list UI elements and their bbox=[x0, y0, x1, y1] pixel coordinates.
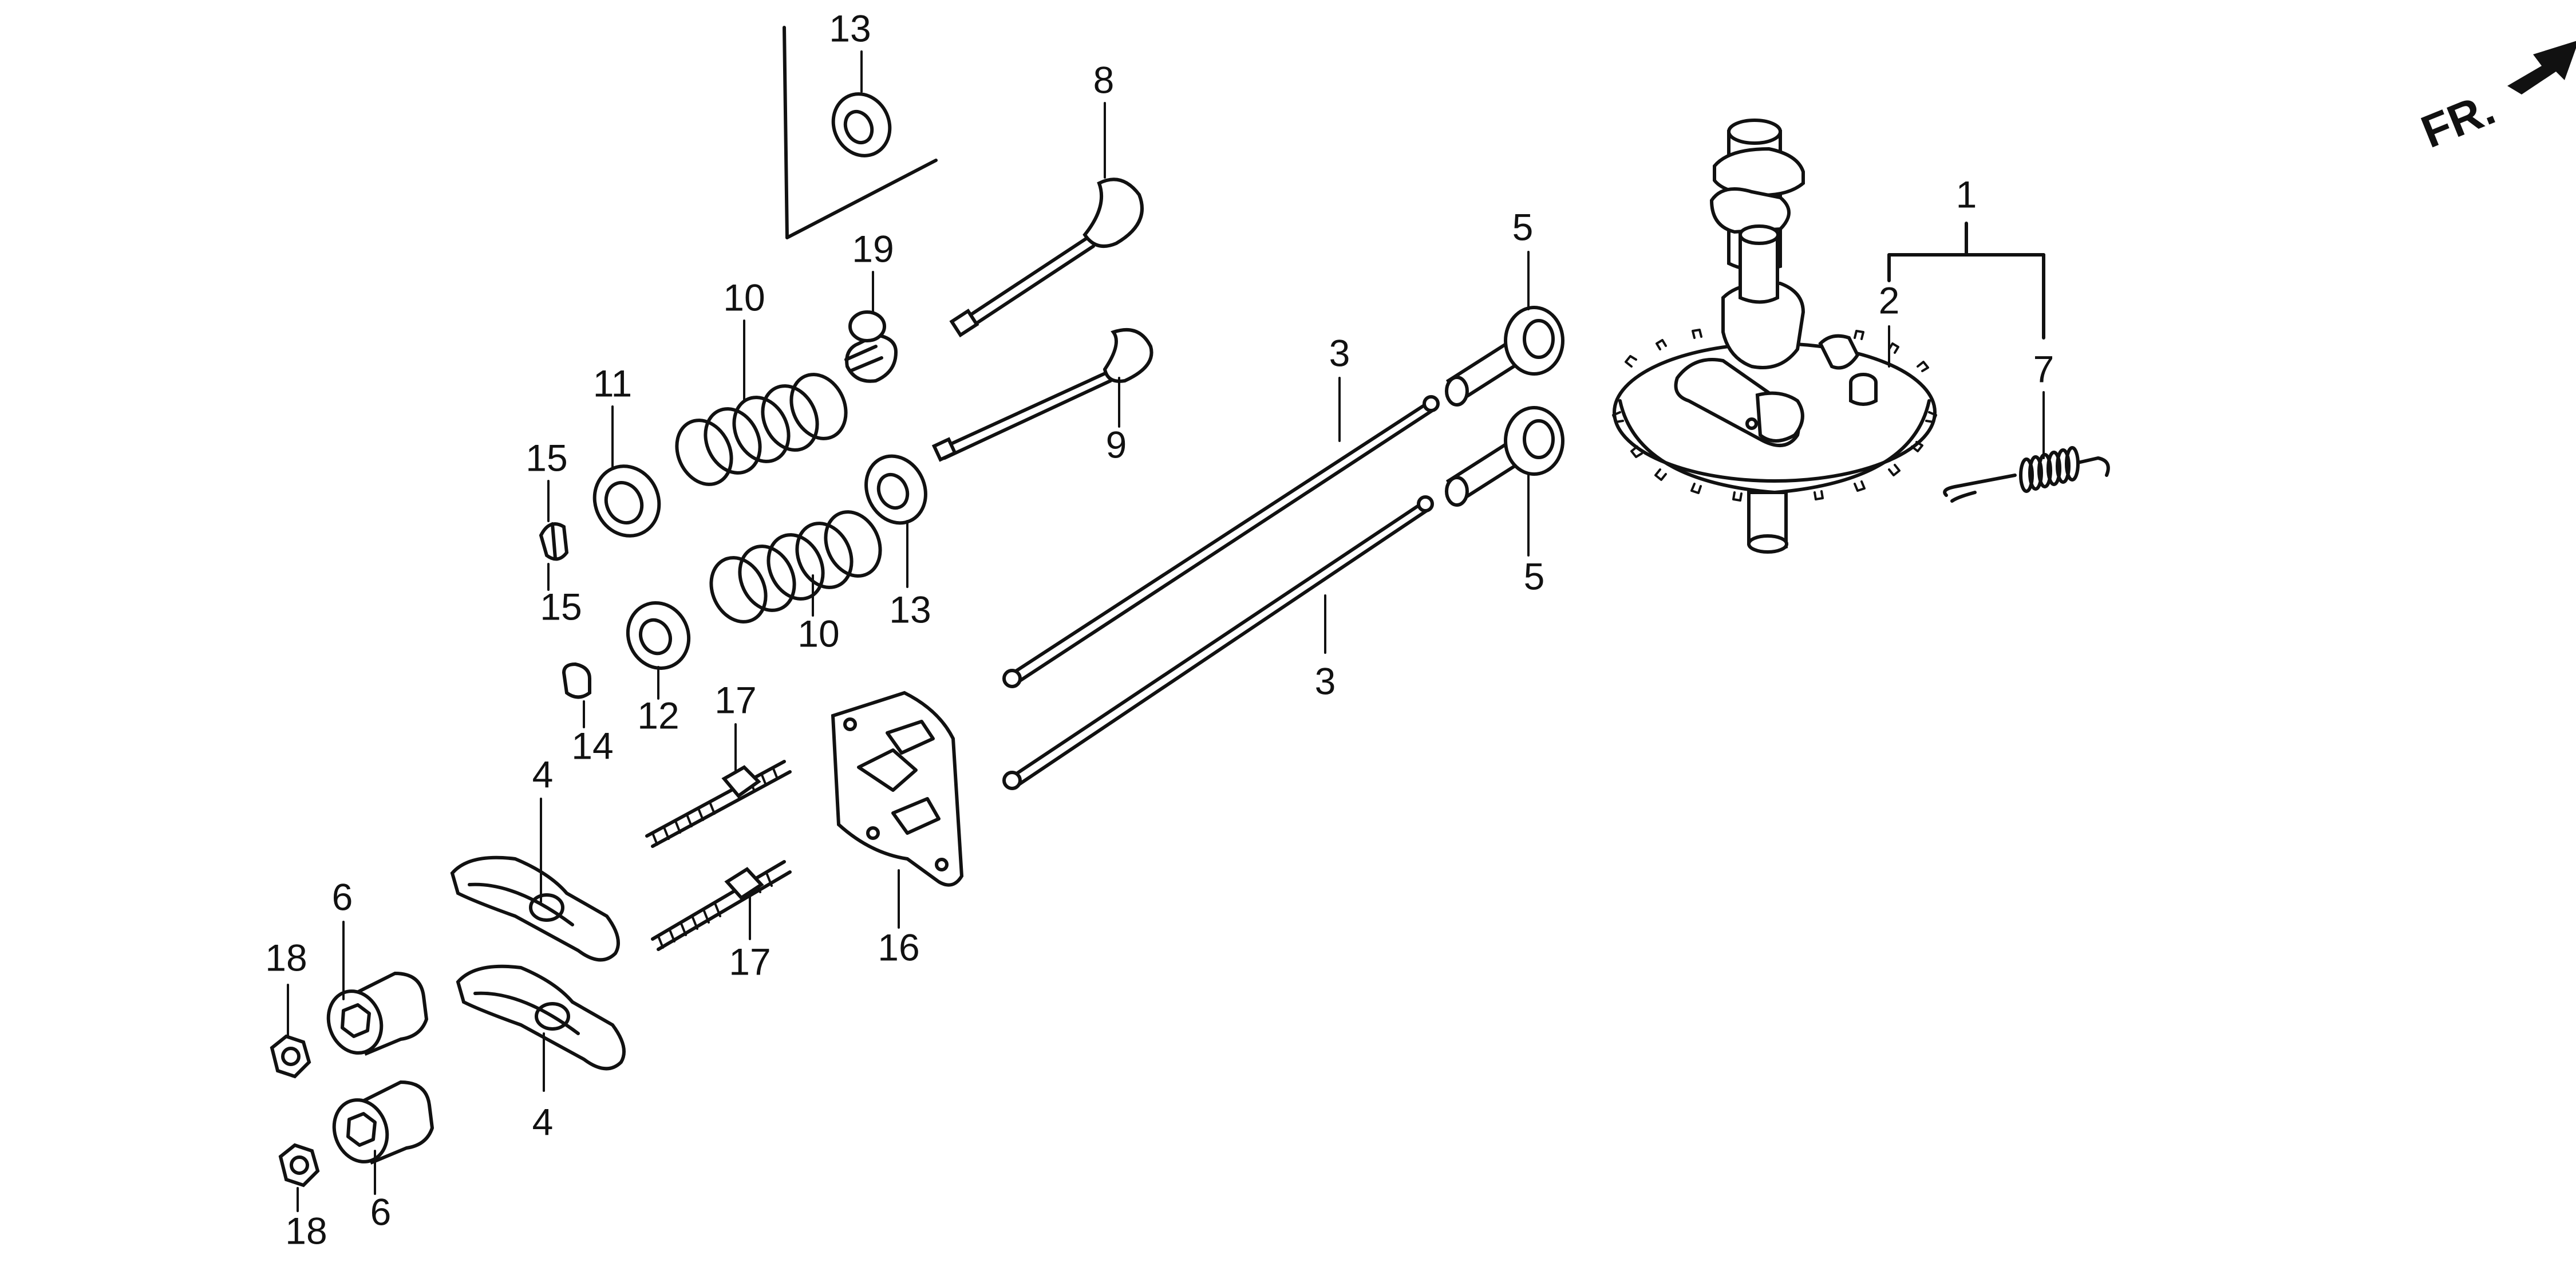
part-18-upper-nut bbox=[270, 1034, 311, 1079]
callout-12: 12 bbox=[637, 694, 679, 736]
part-3-upper-push-rod bbox=[1002, 395, 1440, 688]
part-7-spring bbox=[1943, 446, 2110, 503]
leader-lines bbox=[287, 50, 2045, 1212]
valve-group-bracket bbox=[783, 26, 938, 239]
callout-7: 7 bbox=[2033, 348, 2055, 390]
part-13-upper-seal bbox=[831, 92, 892, 157]
callout-13-lower: 13 bbox=[889, 588, 931, 630]
part-4-upper-rocker-arm bbox=[450, 855, 620, 962]
part-17-upper-stud bbox=[645, 760, 792, 848]
front-label: FR. bbox=[2414, 82, 2502, 157]
callout-9: 9 bbox=[1106, 423, 1127, 466]
callout-3-upper: 3 bbox=[1329, 332, 1350, 374]
callout-1: 1 bbox=[1956, 173, 1977, 215]
part-1-group-bracket bbox=[1887, 222, 2045, 340]
callout-15-upper: 15 bbox=[526, 436, 567, 479]
callout-14: 14 bbox=[571, 724, 613, 767]
part-3-lower-push-rod bbox=[1002, 495, 1434, 790]
callout-16: 16 bbox=[878, 926, 919, 968]
part-10-upper-spring bbox=[675, 373, 848, 486]
part-5-upper-tappet bbox=[1445, 306, 1564, 407]
callout-17-lower: 17 bbox=[729, 940, 771, 983]
callout-13-upper: 13 bbox=[829, 7, 871, 49]
callout-10-upper: 10 bbox=[723, 276, 765, 318]
callout-labels: 13 8 19 10 11 15 15 9 13 10 12 14 17 4 1… bbox=[265, 7, 2054, 1252]
part-17-lower-stud bbox=[651, 860, 792, 951]
callout-5-upper: 5 bbox=[1512, 206, 1534, 248]
part-2-camshaft-gear bbox=[1612, 119, 1937, 554]
part-8-valve bbox=[949, 177, 1144, 338]
callout-4-lower: 4 bbox=[532, 1100, 554, 1143]
part-15-collet bbox=[539, 522, 569, 561]
part-12-rotator bbox=[626, 601, 691, 670]
part-4-lower-rocker-arm bbox=[456, 964, 626, 1071]
part-5-lower-tappet bbox=[1445, 406, 1564, 507]
part-14-cap bbox=[562, 662, 591, 699]
part-11-spring-retainer bbox=[592, 464, 661, 538]
callout-5-lower: 5 bbox=[1524, 555, 1545, 597]
callout-10-lower: 10 bbox=[797, 612, 839, 654]
callout-6-lower: 6 bbox=[370, 1190, 392, 1233]
part-18-lower-nut bbox=[278, 1143, 320, 1188]
callout-4-upper: 4 bbox=[532, 753, 554, 795]
part-13-lower-seal bbox=[864, 454, 927, 525]
part-16-guide-plate bbox=[831, 691, 964, 887]
callout-11: 11 bbox=[593, 362, 633, 404]
front-direction-arrow-icon: FR. bbox=[2414, 41, 2576, 157]
part-10-lower-spring bbox=[709, 510, 882, 624]
callout-15-lower: 15 bbox=[540, 585, 582, 628]
callout-8: 8 bbox=[1093, 58, 1115, 101]
part-19-stem-seal bbox=[844, 310, 898, 383]
callout-17-upper: 17 bbox=[714, 679, 756, 721]
part-6-upper-pivot bbox=[326, 971, 429, 1056]
callout-18-lower: 18 bbox=[285, 1209, 327, 1252]
callout-19: 19 bbox=[852, 227, 894, 270]
callout-2: 2 bbox=[1879, 279, 1900, 321]
part-6-lower-pivot bbox=[332, 1080, 434, 1165]
callout-6-upper: 6 bbox=[332, 875, 353, 918]
callout-3-lower: 3 bbox=[1315, 660, 1336, 702]
part-9-valve bbox=[931, 328, 1153, 462]
callout-18-upper: 18 bbox=[265, 936, 307, 979]
